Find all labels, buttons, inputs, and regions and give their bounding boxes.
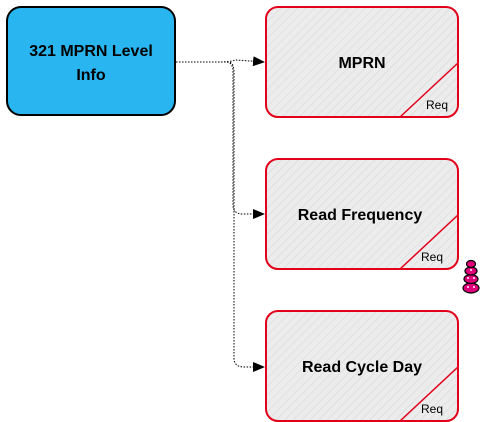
connectors [176, 56, 265, 372]
connector-to-read-cycle-day [176, 61, 265, 372]
child-node-mprn[interactable]: MPRN Req [265, 6, 459, 118]
req-diagonal [399, 214, 459, 270]
child-label: MPRN [338, 55, 385, 72]
parent-label-line1: 321 MPRN Level [29, 43, 153, 60]
child-node-read-frequency[interactable]: Read Frequency Req [265, 158, 459, 270]
req-badge: Req [421, 250, 443, 264]
child-label: Read Cycle Day [302, 359, 422, 376]
child-box [265, 310, 459, 422]
req-badge: Req [421, 402, 443, 416]
child-node-read-cycle-day[interactable]: Read Cycle Day Req [265, 310, 459, 422]
connector-to-read-frequency [176, 61, 265, 219]
child-box [265, 158, 459, 270]
child-box [265, 6, 459, 118]
stack-of-discs-icon [462, 259, 480, 294]
parent-box [6, 6, 176, 116]
req-badge: Req [426, 98, 448, 112]
req-diagonal [399, 62, 459, 118]
req-diagonal [399, 366, 459, 422]
child-label: Read Frequency [298, 207, 423, 224]
parent-label-line2: Info [76, 67, 106, 84]
parent-node[interactable]: 321 MPRN Level Info [6, 6, 176, 116]
